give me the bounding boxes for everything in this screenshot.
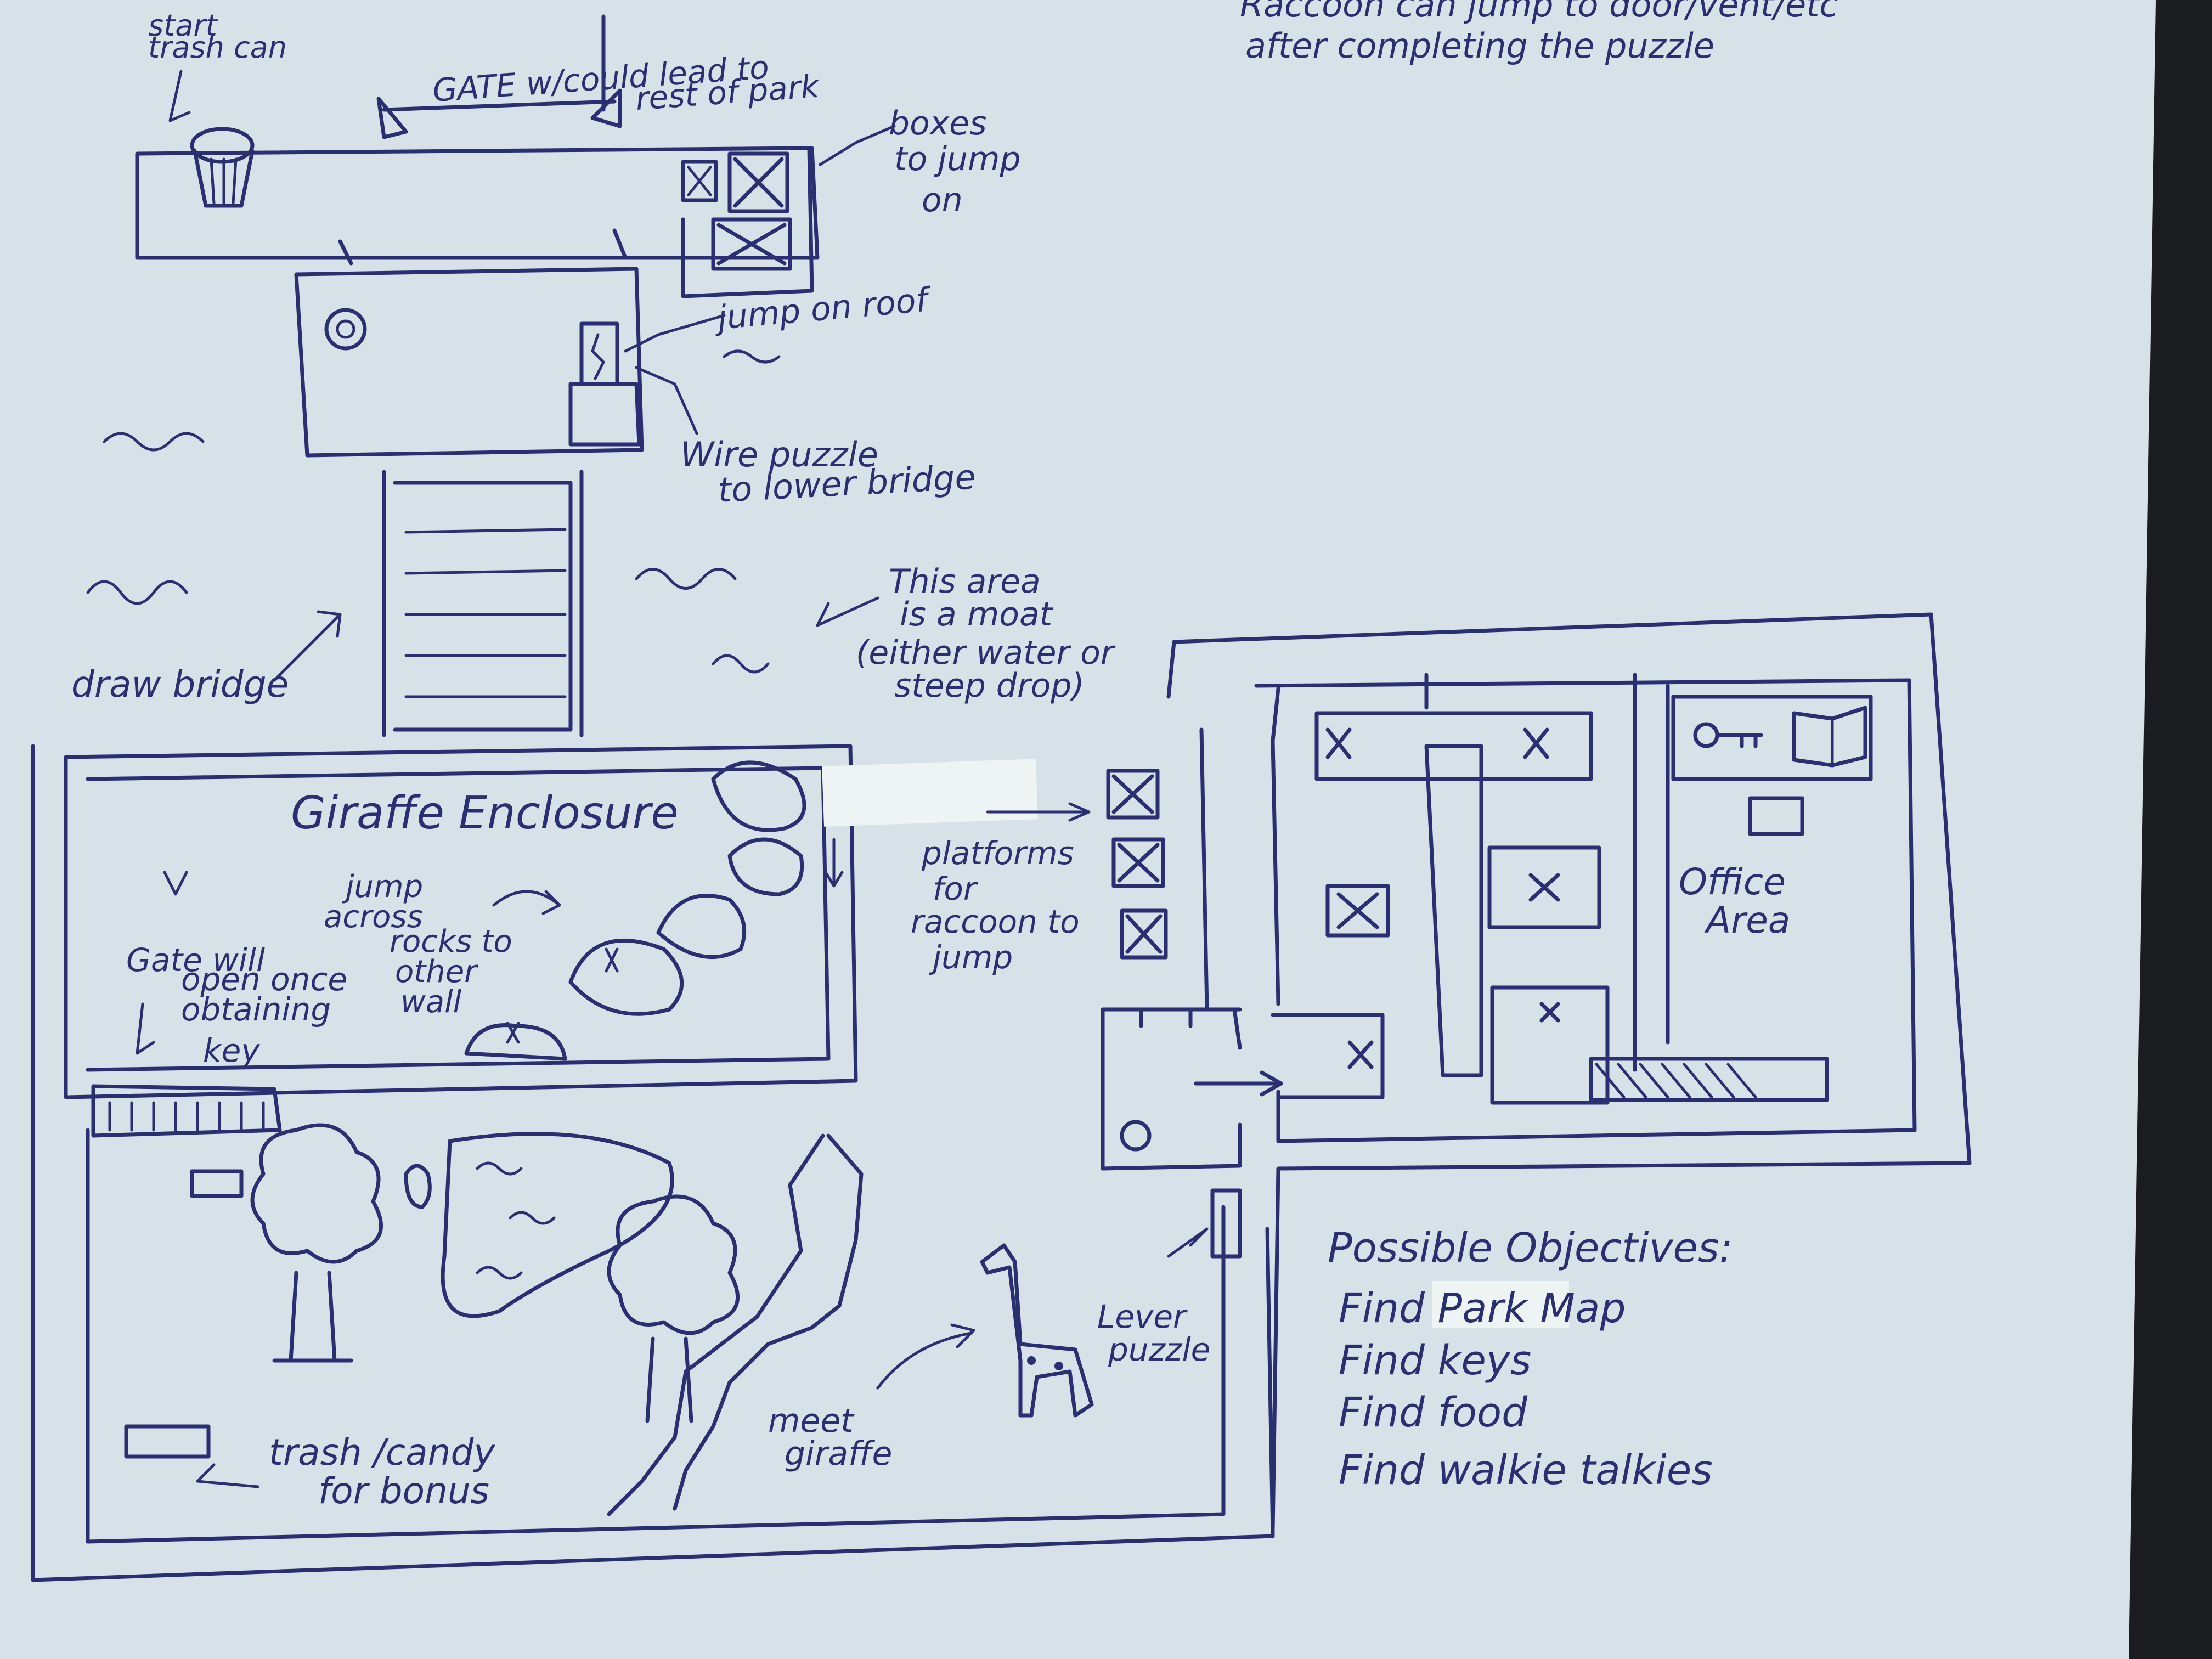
- cliff-edge: [673, 1133, 864, 1511]
- enclosure-gate: [91, 1084, 282, 1138]
- gate-key-note-line-1: Gate will: [126, 941, 265, 979]
- boxes-note-line-1: boxes: [889, 104, 986, 143]
- platforms-note-line-2: for: [933, 870, 978, 907]
- giraffe-enclosure-title: Giraffe Enclosure: [291, 787, 679, 839]
- entry-room: [1101, 1007, 1283, 1171]
- key-icon: [1693, 722, 1763, 748]
- paper: [0, 0, 2156, 1659]
- walkie-talkie-icon: [404, 1164, 432, 1209]
- giraffe-enclosure: [64, 744, 1038, 1138]
- lever-puzzle-line-1: Lever: [1097, 1298, 1188, 1335]
- office-rail: [1589, 1057, 1829, 1102]
- tree-2: [607, 1194, 740, 1423]
- giraffe-habitat: [31, 727, 1275, 1582]
- top-note-line-2: after completing the puzzle: [1245, 26, 1714, 66]
- moat-note-line-1: This area: [889, 562, 1041, 601]
- drawbridge: [273, 470, 584, 737]
- moat-note-line-2: is a moat: [900, 595, 1054, 634]
- rock-1: [568, 938, 684, 1016]
- platforms-note-line-3: raccoon to: [911, 903, 1080, 940]
- gate-key-note-line-3: obtaining: [181, 991, 331, 1028]
- boxes-note-line-3: on: [922, 181, 963, 219]
- rock-3: [656, 894, 747, 960]
- building: [294, 228, 781, 458]
- top-note-line-1: Raccoon can jump to door/vent/etc: [1240, 0, 1838, 25]
- boxes-note-line-2: to jump: [894, 140, 1021, 178]
- candy-icon: [190, 1169, 244, 1198]
- rocks-note-line-5: wall: [400, 984, 462, 1020]
- objective-item: Find keys: [1339, 1337, 1531, 1384]
- gate-key-note-line-2: open once: [181, 961, 347, 998]
- platforms-note-line-4: jump: [929, 939, 1013, 976]
- objective-item: Find walkie talkies: [1339, 1447, 1713, 1494]
- rocks-note-line-4: other: [395, 954, 478, 990]
- office-area-line-1: Office: [1679, 861, 1786, 903]
- meet-giraffe-line-1: meet: [768, 1402, 855, 1440]
- lever: [1210, 1188, 1242, 1259]
- trash-candy-line-1: trash /candy: [269, 1431, 495, 1474]
- moat-note-line-3: (either water or: [856, 634, 1116, 672]
- gate-key-note-line-4: key: [203, 1032, 260, 1069]
- lever-puzzle-line-2: puzzle: [1108, 1331, 1210, 1368]
- book-icon: [1792, 706, 1867, 768]
- rocks-note-line-2: across: [324, 899, 423, 935]
- office-shelf: [1671, 695, 1873, 781]
- start-label: start: [148, 8, 218, 43]
- giraffe-icon: [980, 1243, 1094, 1418]
- trash-candy-line-2: for bonus: [318, 1470, 489, 1512]
- trash-bonus-icon: [124, 1424, 211, 1459]
- office-area-line-2: Area: [1704, 899, 1790, 941]
- objectives-list: Possible Objectives: Find Park Map Find …: [1328, 1224, 1733, 1494]
- moat-water: [86, 432, 770, 674]
- wire-puzzle-line-1: Wire puzzle: [680, 435, 878, 475]
- rock-4: [711, 760, 806, 832]
- jump-boxes: [681, 146, 814, 298]
- rocks-note-line-1: jump: [342, 869, 423, 905]
- trash-can-icon: [190, 127, 255, 208]
- trash-can-label: trash can: [148, 30, 287, 65]
- tree-1: [250, 1123, 383, 1363]
- raccoon-platforms: [1106, 769, 1168, 960]
- start-area: [135, 14, 896, 298]
- drawbridge-label: draw bridge: [71, 663, 289, 706]
- rock-5: [727, 837, 804, 896]
- objective-item: Find Park Map: [1339, 1285, 1626, 1332]
- meet-giraffe-line-2: giraffe: [785, 1435, 892, 1473]
- office-building: [1254, 673, 1917, 1143]
- moat-note-line-4: steep drop): [894, 667, 1085, 705]
- objectives-heading: Possible Objectives:: [1328, 1224, 1733, 1272]
- objective-item: Find food: [1339, 1389, 1528, 1436]
- rocks-note-line-3: rocks to: [390, 924, 512, 960]
- platforms-note-line-1: platforms: [921, 834, 1074, 872]
